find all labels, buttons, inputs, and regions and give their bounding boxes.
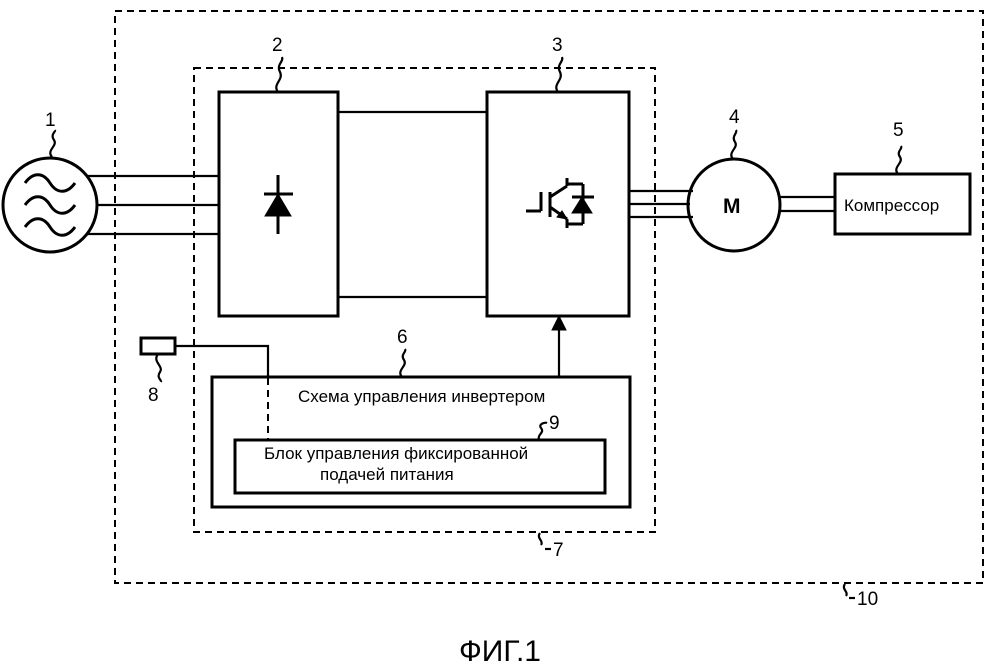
fixed-power-control-label-line2: подачей питания <box>320 465 454 484</box>
label-4: 4 <box>729 107 740 128</box>
rectifier-block: 2 <box>219 35 338 316</box>
label-9: 9 <box>549 413 560 434</box>
figure-caption: ФИГ.1 <box>459 635 541 668</box>
inverter-control-label: Схема управления инвертером <box>298 387 545 406</box>
motor-symbol: M <box>723 195 741 218</box>
control-signal-arrow <box>552 316 566 330</box>
leader-5 <box>896 146 901 174</box>
fixed-power-control-block: Блок управления фиксированной подачей пи… <box>235 413 605 493</box>
leader-2 <box>276 57 282 92</box>
label-1: 1 <box>45 110 56 131</box>
label-10: 10 <box>857 589 878 610</box>
leader-3 <box>556 57 562 92</box>
leader-1 <box>50 130 55 157</box>
ac-source: 1 <box>3 110 97 252</box>
label-3: 3 <box>552 35 563 56</box>
fixed-power-control-label-line1: Блок управления фиксированной <box>264 444 528 463</box>
inverter-block: 3 <box>487 35 629 316</box>
label-2: 2 <box>272 35 283 56</box>
label-5: 5 <box>893 120 904 141</box>
label-8: 8 <box>148 385 159 406</box>
diode-icon <box>264 175 293 234</box>
leader-7 <box>539 533 542 545</box>
sine-wave-source-icon <box>25 175 75 236</box>
leader-4 <box>731 130 736 159</box>
leader-6 <box>400 349 405 377</box>
label-7: 7 <box>553 540 564 561</box>
sensor-box <box>141 338 175 354</box>
leader-10 <box>844 584 847 596</box>
compressor-label: Компрессор <box>844 196 939 215</box>
sensor-wire <box>175 346 268 378</box>
label-6: 6 <box>397 327 408 348</box>
leader-9 <box>539 423 547 440</box>
sensor: 8 <box>141 338 268 440</box>
inverter-box <box>487 92 629 316</box>
compressor: Компрессор 5 <box>835 120 970 234</box>
igbt-with-diode-icon <box>526 178 594 228</box>
leader-8 <box>156 354 161 382</box>
outer-unit-boundary <box>115 11 983 583</box>
motor: M 4 <box>688 107 780 251</box>
